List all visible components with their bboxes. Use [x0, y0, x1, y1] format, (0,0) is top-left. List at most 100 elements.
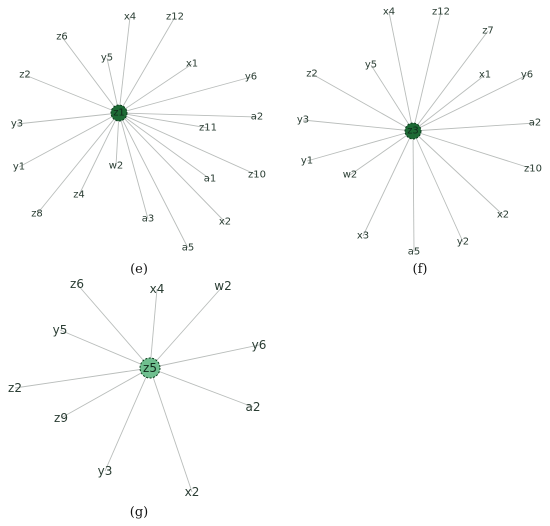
node-label-y1: y1 [301, 156, 313, 167]
edge-z3-w2 [349, 130, 414, 176]
edge-z3-y3 [302, 119, 414, 132]
node-label-z8: z8 [31, 209, 43, 220]
edge-z3-y1 [306, 130, 414, 162]
panel-e-caption: (e) [130, 262, 148, 277]
network-panel-e: x4 z12 z6 y5 x1 z2 y6 y3 a2 z11 y1 w2 z4 a1 z10 z8 a3 x2 a… [11, 12, 266, 254]
node-label-z12: z12 [166, 12, 184, 23]
node-label-y6: y6 [245, 72, 257, 83]
edge-z1-w2 [115, 112, 120, 167]
node-label-a3: a3 [142, 214, 155, 225]
edge-z1-y3 [16, 112, 120, 125]
node-label-z2: z2 [19, 70, 31, 81]
edge-z1-z10 [118, 112, 258, 176]
edge-z1-z8 [36, 112, 120, 215]
node-label-x4: x4 [150, 282, 165, 296]
node-label-z11: z11 [199, 123, 217, 134]
edge-z5-w2 [149, 285, 224, 369]
edge-z3-x1 [412, 74, 486, 132]
edge-z5-y6 [149, 344, 260, 369]
node-label-z10: z10 [248, 170, 266, 181]
node-label-x1: x1 [479, 70, 491, 81]
node-label-z10: z10 [524, 164, 542, 175]
node-label-a2: a2 [529, 118, 542, 129]
hub-label-z3: z3 [407, 126, 419, 137]
node-label-z6: z6 [56, 32, 68, 43]
edge-z5-a2 [149, 367, 254, 408]
edge-z3-z10 [412, 130, 534, 170]
edge-z1-y6 [118, 76, 252, 114]
node-label-y5: y5 [101, 53, 113, 64]
node-label-w2: w2 [109, 161, 124, 172]
node-label-a2: a2 [246, 400, 261, 414]
node-label-a1: a1 [204, 174, 217, 185]
edge-z1-y5 [106, 57, 120, 114]
edge-z3-y5 [370, 64, 414, 132]
node-label-x3: x3 [357, 231, 369, 242]
node-label-y5: y5 [53, 323, 68, 337]
node-label-x4: x4 [383, 7, 395, 18]
node-label-z9: z9 [54, 411, 68, 425]
hub-label-z5: z5 [143, 361, 157, 375]
edge-z3-z2 [311, 73, 414, 132]
edge-z1-a2 [118, 112, 258, 118]
node-label-z7: z7 [482, 26, 494, 37]
node-label-z6: z6 [70, 277, 84, 291]
edge-z3-a2 [412, 122, 536, 132]
node-label-y5: y5 [365, 60, 377, 71]
edge-z1-x2 [118, 112, 226, 223]
node-label-x2: x2 [219, 217, 231, 228]
node-label-y3: y3 [98, 464, 113, 478]
edge-z3-y6 [412, 74, 528, 132]
edge-z5-x2 [149, 367, 193, 493]
node-label-w2: w2 [343, 170, 358, 181]
panel-g-caption: (g) [130, 505, 148, 520]
node-label-x4: x4 [124, 12, 136, 23]
edge-z3-x2 [412, 130, 504, 216]
node-label-y1: y1 [13, 162, 25, 173]
edge-z3-y2 [412, 130, 464, 243]
network-panel-g: z6 x4 w2 y5 y6 z2 z9 a2 y3 x2 z5 [8, 277, 266, 499]
node-label-y3: y3 [297, 115, 309, 126]
hub-label-z1: z1 [113, 108, 125, 119]
edge-z5-x4 [149, 288, 158, 369]
node-label-z12: z12 [432, 7, 450, 18]
hub-node-z1 [110, 104, 128, 122]
node-label-a2: a2 [251, 112, 264, 123]
node-label-x1: x1 [186, 59, 198, 70]
edge-z1-a5 [118, 112, 189, 249]
edge-z3-a5 [412, 130, 415, 253]
edge-z1-z6 [61, 36, 120, 114]
edge-z1-x4 [118, 16, 131, 114]
hub-node-z5 [139, 357, 161, 379]
edge-z5-z2 [14, 367, 151, 389]
node-label-x2: x2 [185, 485, 200, 499]
node-label-z4: z4 [73, 190, 85, 201]
panel-f-caption: (f) [413, 262, 428, 277]
node-label-a5: a5 [182, 243, 195, 254]
edge-z1-y1 [18, 112, 120, 168]
node-label-z2: z2 [8, 381, 22, 395]
node-label-y6: y6 [252, 338, 267, 352]
edge-z5-y3 [104, 367, 151, 472]
edge-z3-z7 [412, 30, 489, 132]
edge-z1-a1 [118, 112, 211, 180]
edge-z3-x3 [362, 130, 414, 237]
edge-z3-z12 [412, 11, 442, 132]
node-label-y3: y3 [11, 119, 23, 130]
edge-z5-z9 [60, 367, 151, 419]
edge-z5-z6 [76, 283, 151, 369]
node-label-w2: w2 [214, 279, 231, 293]
node-label-a5: a5 [408, 247, 421, 258]
edge-z3-x4 [388, 11, 414, 132]
edge-z1-z12 [118, 16, 176, 114]
edge-z1-z11 [118, 112, 209, 129]
node-label-z2: z2 [306, 69, 318, 80]
node-label-y6: y6 [521, 70, 533, 81]
edge-z1-z4 [78, 112, 120, 196]
node-label-y2: y2 [457, 237, 469, 248]
edge-z5-y5 [59, 329, 151, 369]
hub-node-z3 [404, 122, 422, 140]
edge-z1-x1 [118, 63, 193, 114]
